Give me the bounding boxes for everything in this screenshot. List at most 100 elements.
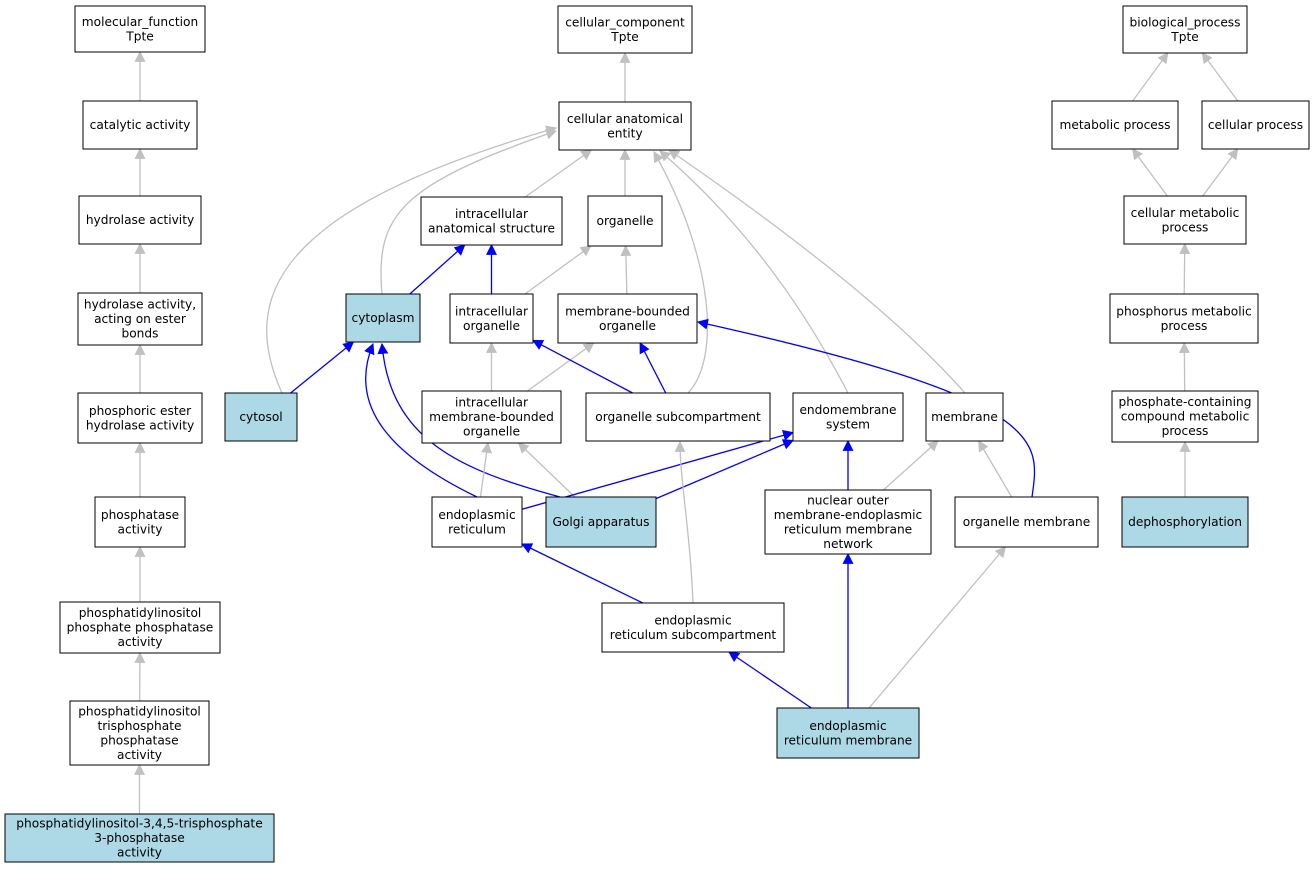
node-label-bp-line-1: Tpte: [1170, 30, 1198, 44]
node-label-hydrolase-line-0: hydrolase activity: [86, 213, 194, 227]
edge-is_a-cellular-to-bp: [1201, 52, 1239, 102]
edge-part_of-golgi-to-endo: [655, 439, 795, 500]
node-box-pccmp: [1111, 390, 1259, 443]
node-box-phosphatase: [94, 496, 186, 548]
edge-part_of-osub-to-io: [532, 339, 633, 394]
node-label-pi_phosphatase-line-0: phosphatidylinositol: [79, 606, 202, 620]
node-label-imbo-line-1: membrane-bounded: [429, 410, 554, 424]
node-cytosol[interactable]: cytosol: [224, 392, 298, 442]
node-box-metabolic: [1051, 100, 1179, 150]
node-label-cmp-line-1: process: [1162, 220, 1209, 234]
node-label-pip3-line-1: 3-phosphatase: [94, 831, 184, 845]
node-box-cc: [557, 5, 693, 54]
node-cytoplasm[interactable]: cytoplasm: [345, 293, 421, 343]
edge-part_of-cytosol-to-cytoplasm: [290, 341, 355, 394]
node-label-cytoplasm-line-0: cytoplasm: [352, 311, 415, 325]
node-label-mbo-line-0: membrane-bounded: [565, 304, 690, 318]
node-label-phosphatase-line-0: phosphatase: [101, 508, 179, 522]
node-pi_tris[interactable]: phosphatidylinositoltrisphosphatephospha…: [69, 700, 210, 766]
node-metabolic[interactable]: metabolic process: [1051, 100, 1179, 150]
node-hydrolase[interactable]: hydrolase activity: [78, 195, 202, 245]
node-catalytic[interactable]: catalytic activity: [82, 100, 198, 150]
node-label-cae-line-0: cellular anatomical: [567, 112, 683, 126]
node-pip3[interactable]: phosphatidylinositol-3,4,5-trisphosphate…: [4, 813, 275, 863]
node-label-mf-line-0: molecular_function: [82, 15, 198, 29]
node-label-ersub-line-0: endoplasmic: [654, 613, 731, 627]
node-label-pccmp-line-0: phosphate-containing: [1119, 395, 1252, 409]
node-label-pi_phosphatase-line-2: activity: [118, 635, 163, 649]
node-box-endo: [792, 392, 904, 442]
node-nuc[interactable]: nuclear outermembrane-endoplasmicreticul…: [764, 489, 932, 555]
node-golgi[interactable]: Golgi apparatus: [545, 496, 657, 548]
node-organelle[interactable]: organelle: [587, 195, 663, 247]
node-membrane[interactable]: membrane: [925, 392, 1004, 442]
node-box-catalytic: [82, 100, 198, 150]
node-label-cytosol-line-0: cytosol: [239, 410, 282, 424]
node-label-pi_tris-line-1: trisphosphate: [98, 719, 182, 733]
node-osub[interactable]: organelle subcompartment: [585, 392, 771, 442]
edge-is_a-om-to-membrane: [978, 440, 1013, 498]
node-label-pi_tris-line-3: activity: [117, 748, 162, 762]
node-box-hydrolase_ester: [77, 292, 203, 346]
node-label-mbo-line-1: organelle: [599, 319, 656, 333]
edge-is_a-cmp-to-cellular: [1202, 148, 1239, 197]
edge-part_of-golgi-to-cytoplasm: [377, 342, 561, 498]
node-label-imbo-line-0: intracellular: [455, 396, 529, 410]
node-label-phosphatase-line-1: activity: [118, 522, 163, 536]
node-label-nuc-line-2: reticulum membrane: [784, 522, 912, 536]
node-box-membrane: [925, 392, 1004, 442]
edge-is_a-ersub-to-osub: [674, 440, 694, 604]
edge-is_a-pmp-to-cmp: [1179, 242, 1191, 295]
node-label-pi_phosphatase-line-1: phosphate phosphatase: [67, 621, 214, 635]
edge-is_a-golgi-to-imbo: [517, 442, 576, 498]
node-box-pi_tris: [69, 700, 210, 766]
node-box-erm: [776, 707, 920, 759]
node-label-hydrolase_ester-line-2: bonds: [121, 327, 158, 341]
node-box-mf: [74, 5, 206, 53]
node-box-io: [449, 293, 534, 344]
node-box-imbo: [421, 390, 562, 444]
node-label-cc-line-1: Tpte: [610, 30, 638, 44]
edge-part_of-er-to-cytoplasm: [364, 342, 478, 498]
node-label-om-line-0: organelle membrane: [963, 515, 1091, 529]
node-label-metabolic-line-0: metabolic process: [1060, 118, 1171, 132]
edge-is_a-membrane-to-cae: [668, 149, 966, 394]
node-box-er: [431, 496, 523, 548]
node-cellular[interactable]: cellular process: [1201, 100, 1310, 150]
node-label-bp-line-0: biological_process: [1129, 15, 1240, 29]
node-box-pip3: [4, 813, 275, 863]
node-dephos[interactable]: dephosphorylation: [1121, 496, 1249, 548]
node-label-erm-line-0: endoplasmic: [809, 719, 886, 733]
node-label-dephos-line-0: dephosphorylation: [1128, 515, 1242, 529]
edge-is_a-osub-to-cae: [653, 151, 709, 394]
node-box-om: [954, 496, 1099, 548]
node-label-ersub-line-1: reticulum subcompartment: [610, 628, 777, 642]
node-label-mf-line-1: Tpte: [125, 29, 153, 43]
node-box-cytoplasm: [345, 293, 421, 343]
node-box-bp: [1122, 5, 1248, 54]
node-label-pmp-line-0: phosphorus metabolic: [1116, 304, 1251, 318]
edge-is_a-endo-to-cae: [659, 150, 849, 394]
node-om[interactable]: organelle membrane: [954, 496, 1099, 548]
edge-is_a-imbo-to-mbo: [527, 342, 595, 392]
